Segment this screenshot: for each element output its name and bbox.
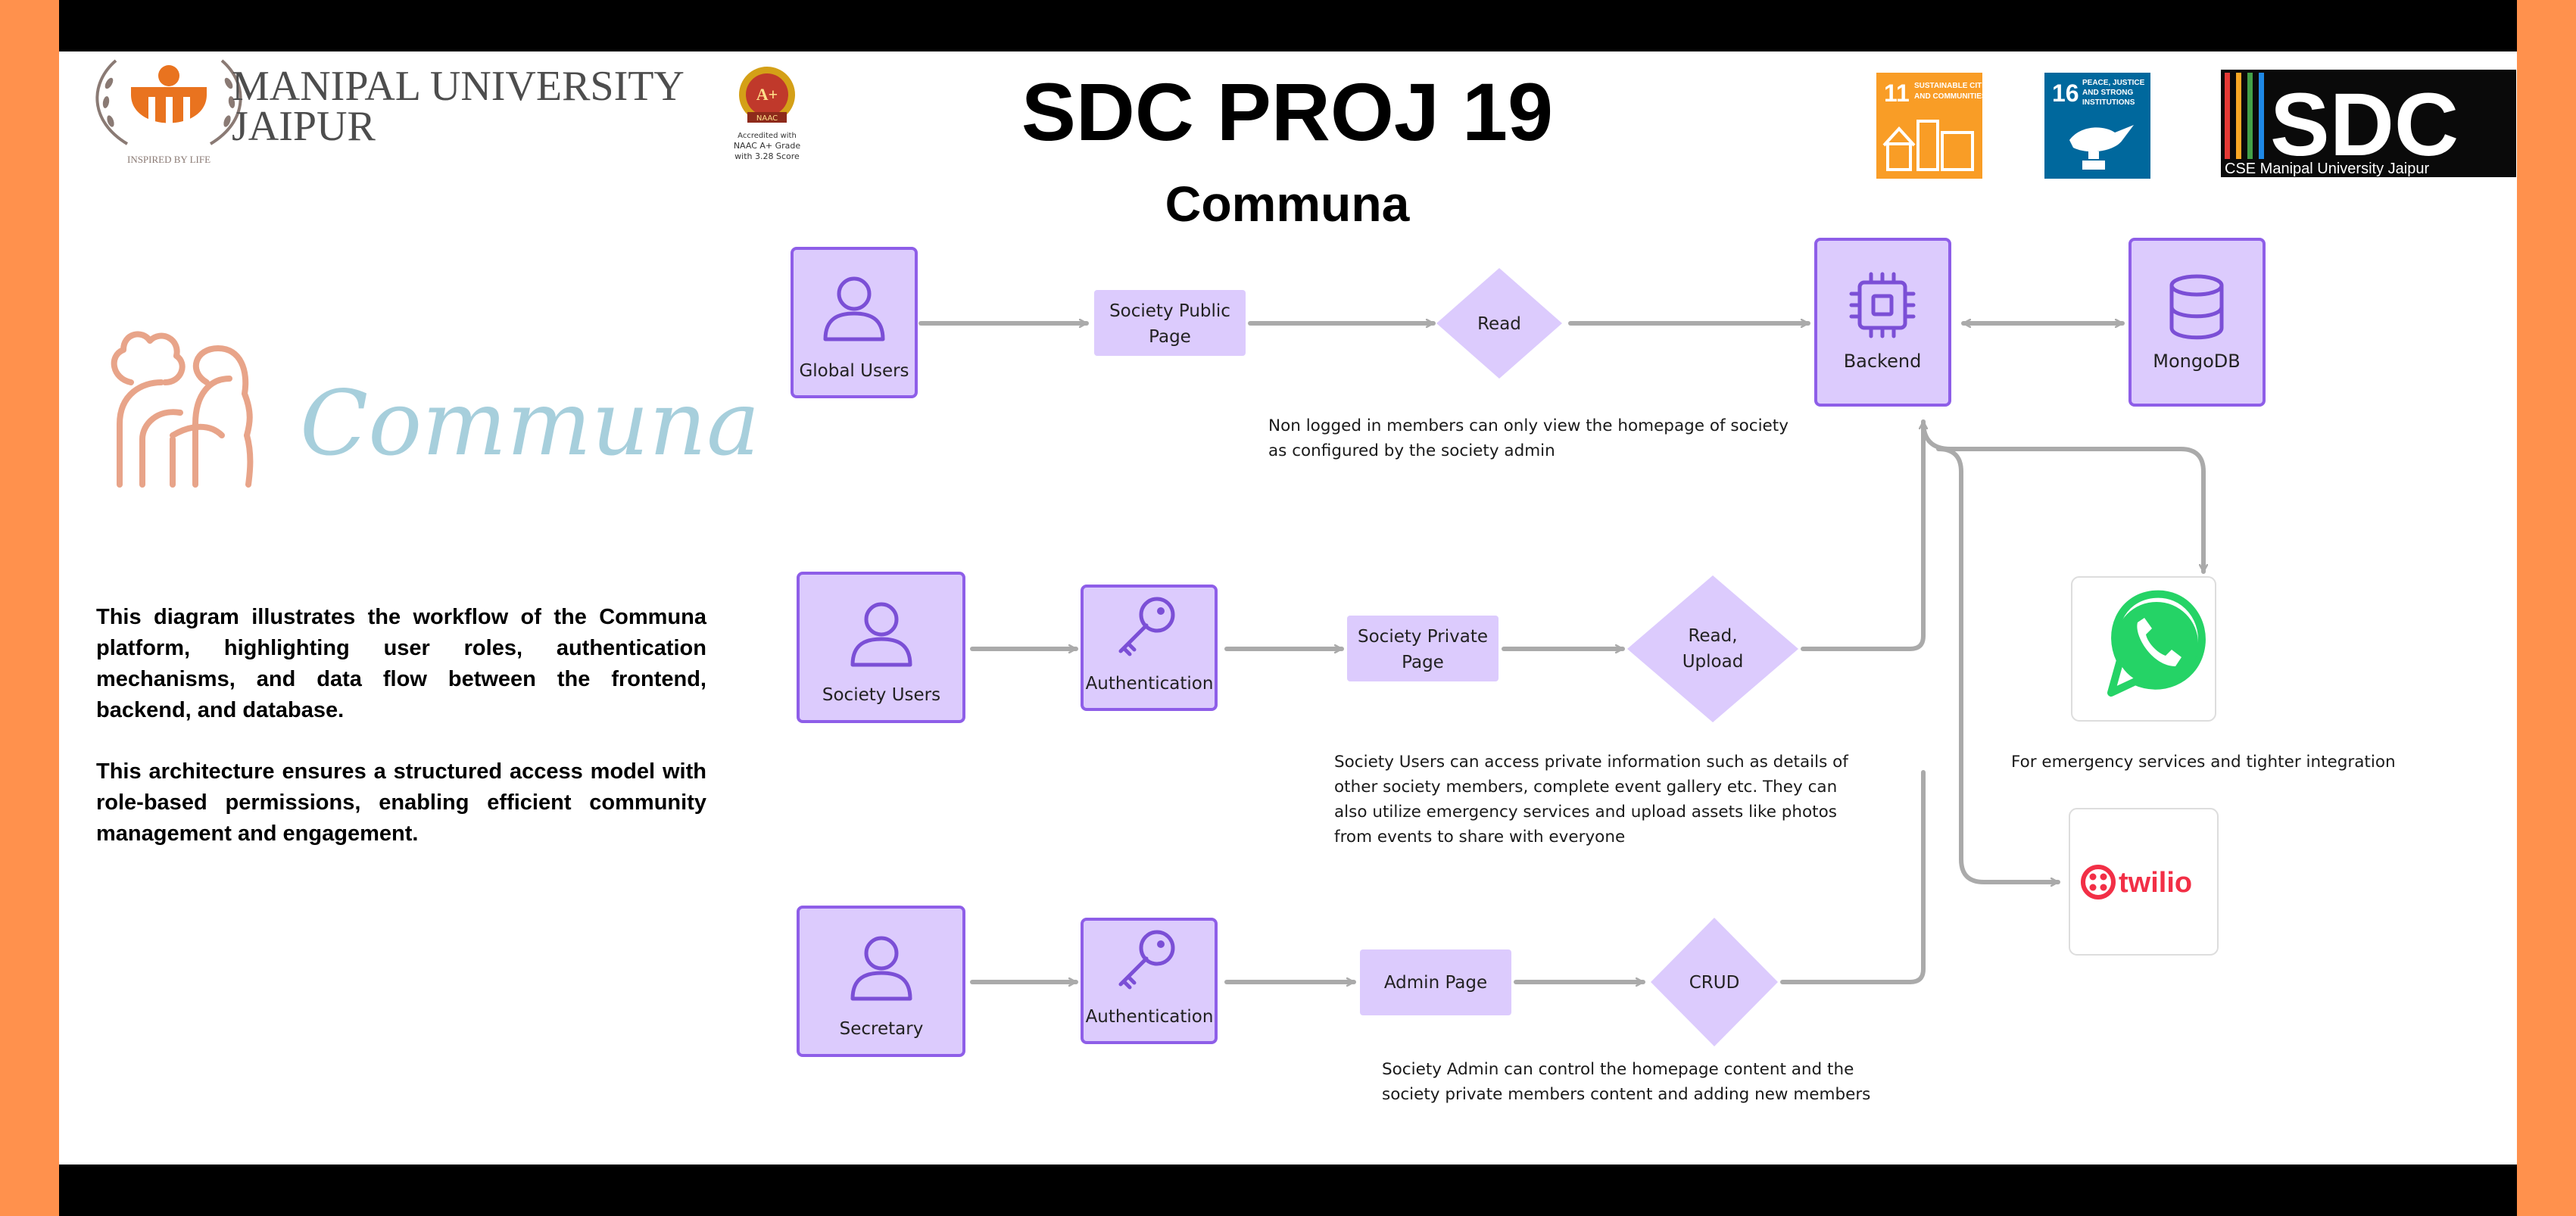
arrow-backend-to-whatsapp: [1921, 419, 2203, 574]
admin-note: Society Admin can control the homepage c…: [1382, 1060, 1871, 1104]
sdg16-line2: AND STRONG: [2082, 89, 2133, 97]
mongodb-node: MongoDB: [2128, 238, 2266, 407]
university-tagline: INSPIRED BY LIFE: [127, 154, 211, 165]
society-users-note: Society Users can access private informa…: [1334, 753, 1848, 847]
description-paragraph-2: This architecture ensures a structured a…: [96, 759, 706, 846]
crud-decision-node: CRUD: [1651, 918, 1778, 1046]
community-illustration-icon: [111, 331, 254, 488]
sdg11-number: 11: [1884, 80, 1910, 107]
society-public-page-node: Society Public Page: [1094, 290, 1246, 356]
top-band: [59, 0, 2517, 51]
naac-line2: NAAC A+ Grade: [734, 141, 801, 151]
svg-text:MongoDB: MongoDB: [2153, 351, 2240, 372]
svg-text:Society Users: Society Users: [822, 685, 940, 705]
arrow-read-upload-to-backend: [1801, 419, 1923, 651]
naac-badge: A+ NAAC Accredited with NAAC A+ Grade wi…: [734, 67, 801, 161]
poster: This diagram illustrates the workflow of…: [59, 0, 2517, 1216]
admin-page-node: Admin Page: [1360, 949, 1511, 1015]
global-users-node: Global Users: [791, 247, 918, 398]
page-title: SDC PROJ 19: [1021, 66, 1553, 157]
sdg-16-icon: 16 PEACE, JUSTICE AND STRONG INSTITUTION…: [2044, 73, 2150, 179]
authentication-node-1: Authentication: [1081, 585, 1218, 711]
society-users-node: Society Users: [797, 572, 965, 723]
global-users-note: Non logged in members can only view the …: [1268, 416, 1789, 460]
university-name-line2: JAIPUR: [232, 103, 376, 150]
svg-text:Read: Read: [1477, 314, 1521, 334]
naac-badge-grade: A+: [756, 85, 778, 104]
authentication-node-2: Authentication: [1081, 918, 1218, 1044]
architecture-diagram: INSPIRED BY LIFE MANIPAL UNIVERSITY JAIP…: [95, 59, 2516, 1057]
svg-text:Admin Page: Admin Page: [1384, 973, 1487, 993]
communa-wordmark: Communa: [300, 371, 759, 475]
sdg16-number: 16: [2052, 80, 2079, 107]
svg-text:CRUD: CRUD: [1689, 973, 1740, 993]
svg-text:Backend: Backend: [1844, 351, 1922, 372]
naac-ribbon: NAAC: [756, 114, 778, 123]
svg-text:Authentication: Authentication: [1086, 1007, 1214, 1027]
twilio-node: twilio: [2069, 808, 2219, 956]
svg-text:Society Private: Society Private: [1358, 627, 1488, 647]
sdc-logo: SDC CSE Manipal University Jaipur: [2221, 70, 2516, 177]
sdg-11-icon: 11 SUSTAINABLE CITIES AND COMMUNITIES: [1876, 73, 1994, 179]
twilio-icon: [2081, 865, 2116, 900]
svg-text:Secretary: Secretary: [840, 1019, 924, 1039]
read-upload-decision-node: Read, Upload: [1627, 575, 1798, 722]
page-subtitle: Communa: [1165, 176, 1411, 232]
sdc-caption: CSE Manipal University Jaipur: [2225, 161, 2429, 177]
svg-text:Authentication: Authentication: [1086, 674, 1214, 694]
description-paragraph-1: This diagram illustrates the workflow of…: [96, 605, 706, 722]
naac-line3: with 3.28 Score: [734, 151, 800, 161]
twilio-wordmark: twilio: [2119, 867, 2192, 899]
sdg16-line3: INSTITUTIONS: [2082, 98, 2135, 107]
sdc-logo-text: SDC: [2270, 75, 2459, 175]
integration-note: For emergency services and tighter integ…: [2011, 753, 2396, 772]
naac-line1: Accredited with: [738, 132, 797, 140]
sdg11-line2: AND COMMUNITIES: [1914, 92, 1987, 101]
svg-text:Upload: Upload: [1683, 652, 1744, 672]
secretary-node: Secretary: [797, 906, 965, 1057]
university-name-line1: MANIPAL UNIVERSITY: [232, 63, 685, 110]
svg-text:Page: Page: [1149, 327, 1191, 347]
svg-text:Page: Page: [1402, 653, 1444, 672]
svg-text:Global Users: Global Users: [799, 361, 909, 381]
bottom-band: [59, 1165, 2517, 1216]
read-decision-node: Read: [1436, 268, 1562, 379]
connectors: [918, 323, 2203, 984]
society-private-page-node: Society Private Page: [1347, 616, 1499, 681]
chip-icon: [1849, 272, 1916, 338]
svg-text:Read,: Read,: [1688, 626, 1737, 646]
manipal-logo: INSPIRED BY LIFE: [95, 59, 242, 165]
sdg11-line1: SUSTAINABLE CITIES: [1914, 82, 1994, 90]
whatsapp-node: [2071, 576, 2216, 722]
sdg16-line1: PEACE, JUSTICE: [2082, 79, 2145, 87]
arrow-backend-to-twilio: [1936, 447, 2060, 882]
whatsapp-icon: [2107, 590, 2206, 697]
backend-node: Backend: [1814, 238, 1951, 407]
database-icon: [2169, 274, 2224, 340]
svg-text:Society Public: Society Public: [1109, 301, 1230, 321]
arrow-crud-to-backend: [1780, 770, 1926, 984]
